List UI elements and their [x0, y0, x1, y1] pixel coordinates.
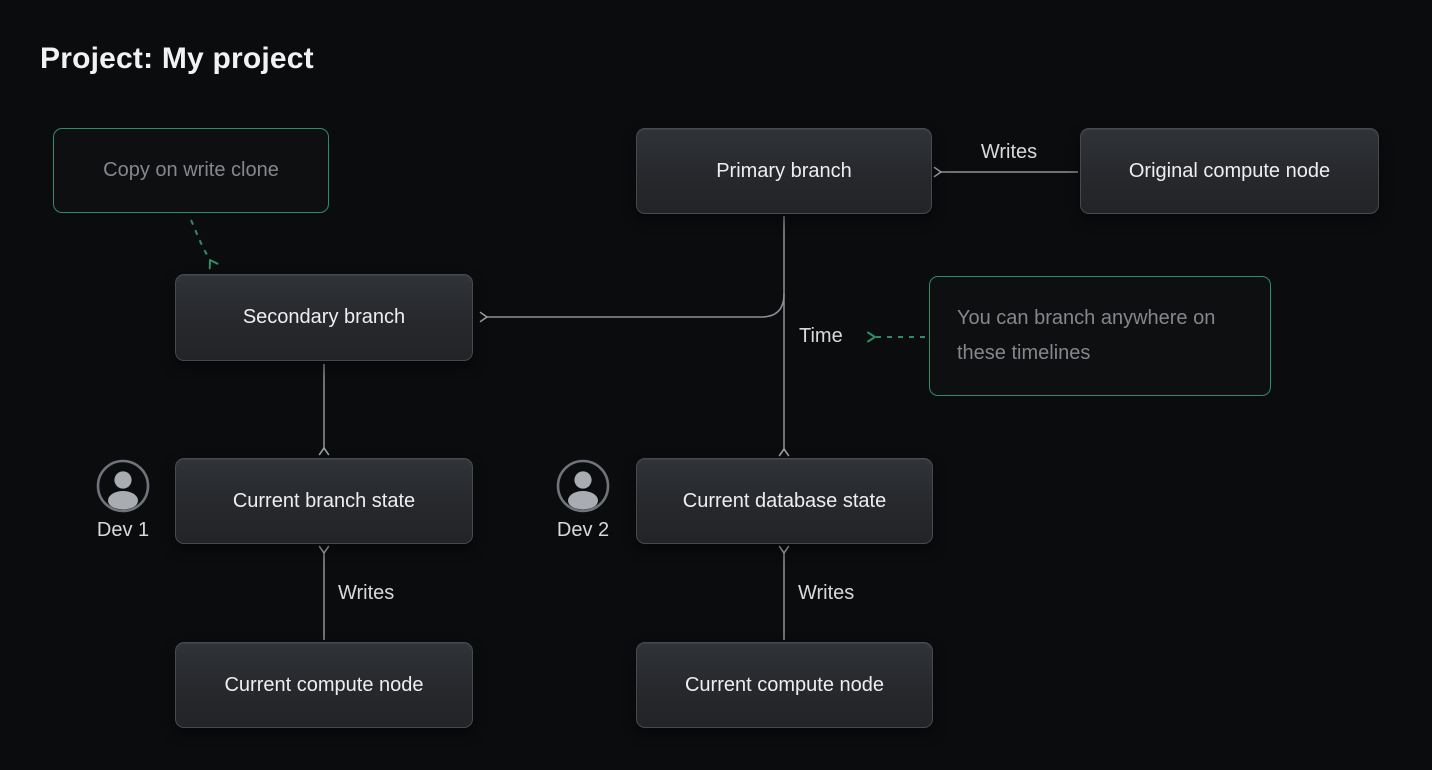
node-current-branch-state: Current branch state — [175, 458, 473, 544]
label-writes-right: Writes — [798, 582, 855, 604]
actor-dev2-label: Dev 2 — [556, 519, 610, 541]
node-copy-on-write-clone: Copy on write clone — [53, 128, 329, 213]
page-title: Project: My project — [40, 42, 314, 75]
dev1-avatar-icon — [96, 459, 150, 513]
node-secondary-branch: Secondary branch — [175, 274, 473, 361]
node-current-compute-node-right: Current compute node — [636, 642, 933, 728]
label-writes-left: Writes — [338, 582, 395, 604]
actor-dev1-label: Dev 1 — [96, 519, 150, 541]
node-branch-anywhere-note: You can branch anywhere on these timelin… — [929, 276, 1271, 396]
edge-branch-to-secondary — [479, 293, 785, 323]
label-writes-top: Writes — [980, 141, 1038, 163]
node-current-database-state: Current database state — [636, 458, 933, 544]
actor-dev1: Dev 1 — [84, 459, 162, 542]
node-primary-branch: Primary branch — [636, 128, 932, 214]
dev2-avatar-icon — [556, 459, 610, 513]
node-current-compute-node-left: Current compute node — [175, 642, 473, 728]
actor-dev2: Dev 2 — [544, 459, 622, 542]
edge-copy-on-write-dashed — [190, 219, 219, 270]
node-original-compute-node: Original compute node — [1080, 128, 1379, 214]
label-time: Time — [799, 325, 843, 347]
